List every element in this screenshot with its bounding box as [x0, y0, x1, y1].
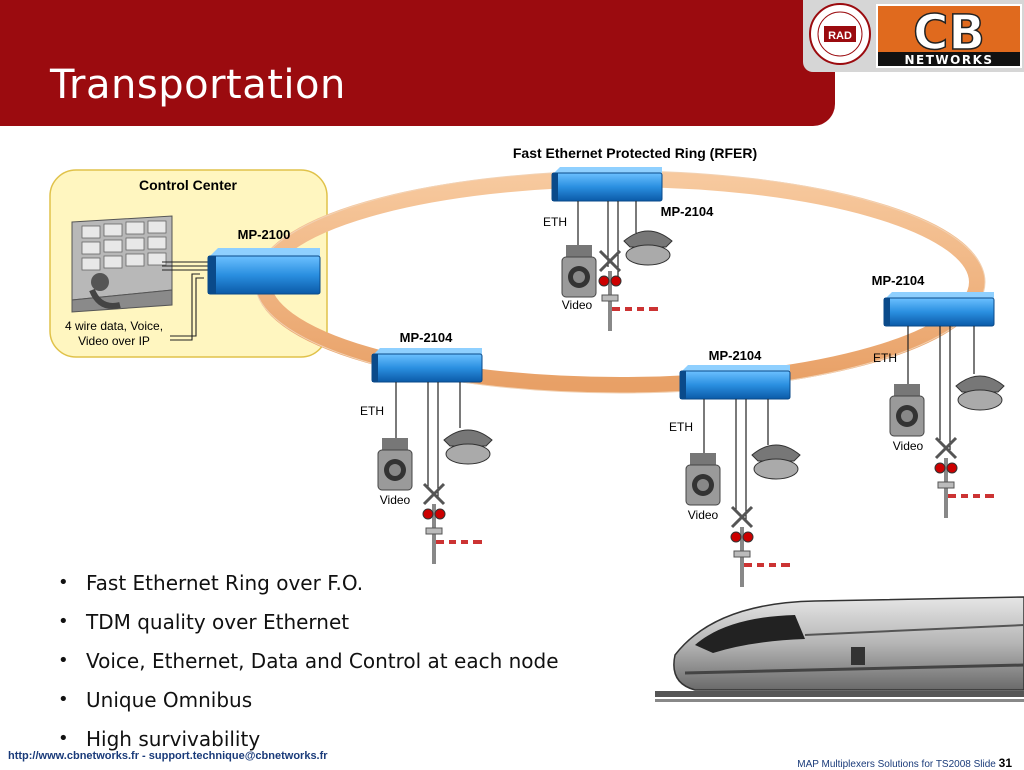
control-room-workstation: [71, 215, 173, 313]
railway-crossing-icon: [422, 482, 482, 564]
node-right-eth-label: ETH: [873, 351, 897, 365]
railway-crossing-icon: [730, 505, 790, 587]
node-left-eth-label: ETH: [360, 404, 384, 418]
telephone-icon: [751, 444, 801, 480]
networks-logo-text: NETWORKS: [904, 53, 993, 67]
bullet-symbol: •: [58, 572, 69, 593]
node-top-device-label: MP-2104: [661, 204, 715, 219]
bullet-item: • Fast Ethernet Ring over F.O.: [58, 568, 559, 607]
bullet-item: • Unique Omnibus: [58, 685, 559, 724]
title-bar: [0, 0, 835, 126]
node-left-device-label: MP-2104: [400, 330, 454, 345]
authorized-distributor-seal: RAD: [809, 3, 871, 65]
cb-networks-logo: CB NETWORKS: [876, 4, 1022, 68]
control-note-line2: Video over IP: [78, 334, 150, 348]
railway-crossing-icon: [598, 249, 658, 331]
node-top-video-label: Video: [562, 298, 593, 312]
node-middle-video-label: Video: [688, 508, 719, 522]
node-left-video-label: Video: [380, 493, 411, 507]
bullet-text: TDM quality over Ethernet: [86, 610, 350, 634]
rad-logo-text: RAD: [828, 30, 852, 42]
bullet-list: • Fast Ethernet Ring over F.O. • TDM quali…: [58, 568, 559, 763]
node-right-device-label: MP-2104: [872, 273, 926, 288]
bullet-text: Voice, Ethernet, Data and Control at eac…: [86, 649, 559, 673]
railway-crossing-icon: [934, 436, 994, 518]
node-right: [883, 292, 1005, 518]
bullet-item: • High survivability: [58, 724, 559, 763]
video-camera-icon: [685, 453, 721, 506]
mp-2100-label: MP-2100: [238, 227, 291, 242]
bullet-symbol: •: [58, 650, 69, 671]
bullet-item: • TDM quality over Ethernet: [58, 607, 559, 646]
node-top-eth-label: ETH: [543, 215, 567, 229]
telephone-icon: [955, 375, 1005, 411]
footer-slide-info: MAP Multiplexers Solutions for TS2008 Sl…: [797, 756, 1012, 770]
high-speed-train-image: [655, 596, 1024, 702]
bullet-symbol: •: [58, 611, 69, 632]
mp-2100-device: [207, 248, 321, 295]
bullet-symbol: •: [58, 728, 69, 749]
node-middle-device-label: MP-2104: [709, 348, 763, 363]
control-wires: [162, 261, 210, 341]
control-center-box: [49, 169, 328, 358]
telephone-icon: [443, 429, 493, 465]
video-camera-icon: [561, 245, 597, 298]
bullet-text: High survivability: [86, 727, 261, 751]
bullet-item: • Voice, Ethernet, Data and Control at ea…: [58, 646, 559, 685]
telephone-icon: [623, 230, 673, 266]
slide-title: Transportation: [50, 62, 346, 108]
ring-title: Fast Ethernet Protected Ring (RFER): [513, 145, 757, 161]
bullet-symbol: •: [58, 689, 69, 710]
node-middle-eth-label: ETH: [669, 420, 693, 434]
node-right-video-label: Video: [893, 439, 924, 453]
footer-contact: http://www.cbnetworks.fr - support.techn…: [8, 750, 328, 762]
slide-number: 31: [998, 756, 1012, 770]
video-camera-icon: [377, 438, 413, 491]
bullet-text: Unique Omnibus: [86, 688, 253, 712]
video-camera-icon: [889, 384, 925, 437]
control-center-label: Control Center: [139, 177, 238, 193]
node-top: [551, 167, 673, 331]
node-middle: [679, 365, 801, 587]
control-note-line1: 4 wire data, Voice,: [65, 319, 163, 333]
node-left: [371, 348, 493, 564]
footer-caption: MAP Multiplexers Solutions for TS2008 Sl…: [797, 759, 996, 770]
network-diagram: Control Center Fast Ethernet Protected R…: [49, 145, 1005, 587]
bullet-text: Fast Ethernet Ring over F.O.: [86, 571, 364, 595]
